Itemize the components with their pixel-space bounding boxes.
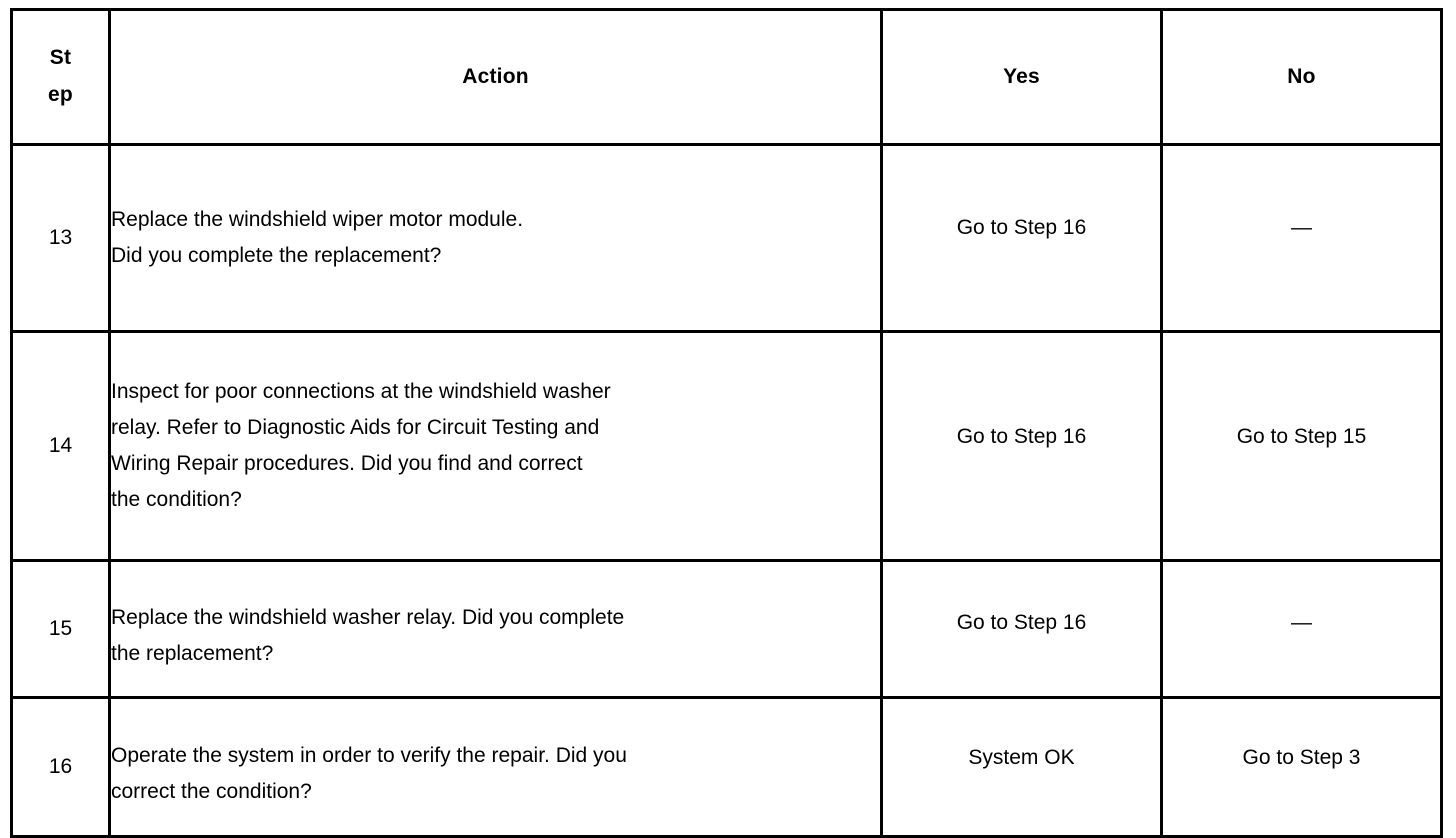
diagnostic-step-table: St ep Action Yes No 13 Replace the winds… [10, 8, 1443, 838]
cell-no-result: Go to Step 3 [1160, 696, 1443, 838]
column-header-yes: Yes [880, 8, 1163, 146]
cell-action-text: Replace the windshield wiper motor modul… [108, 143, 883, 333]
table-header-row: St ep Action Yes No [10, 8, 1443, 146]
column-header-action: Action [108, 8, 883, 146]
cell-action-text: Operate the system in order to verify th… [108, 696, 883, 838]
column-header-step: St ep [10, 8, 111, 146]
action-line: Replace the windshield washer relay. Did… [111, 605, 625, 629]
table-row: 15 Replace the windshield washer relay. … [10, 559, 1443, 699]
action-line: Wiring Repair procedures. Did you find a… [111, 452, 583, 475]
cell-step-number: 16 [10, 696, 111, 838]
cell-step-number: 13 [10, 143, 111, 333]
cell-yes-result: System OK [880, 696, 1163, 838]
column-header-step-line1: St [49, 46, 72, 70]
action-line: Replace the windshield wiper motor modul… [111, 207, 524, 231]
action-line: correct the condition? [111, 780, 312, 803]
cell-no-result: Go to Step 15 [1160, 330, 1443, 562]
cell-yes-result: Go to Step 16 [880, 143, 1163, 333]
cell-step-number: 15 [10, 559, 111, 699]
cell-yes-result: Go to Step 16 [880, 330, 1163, 562]
action-line: Inspect for poor connections at the wind… [111, 379, 611, 403]
cell-action-text: Replace the windshield washer relay. Did… [108, 559, 883, 699]
action-line: the condition? [111, 488, 242, 512]
cell-step-number: 14 [10, 330, 111, 562]
table-row: 16 Operate the system in order to verify… [10, 696, 1443, 838]
column-header-no: No [1160, 8, 1443, 146]
cell-yes-result: Go to Step 16 [880, 559, 1163, 699]
column-header-step-line2: ep [48, 83, 73, 106]
table-row: 13 Replace the windshield wiper motor mo… [10, 143, 1443, 333]
action-line: Operate the system in order to verify th… [111, 743, 627, 767]
table-row: 14 Inspect for poor connections at the w… [10, 330, 1443, 562]
action-line: Did you complete the replacement? [111, 244, 442, 267]
action-line: the replacement? [111, 642, 274, 665]
cell-no-result: — [1160, 559, 1443, 699]
cell-action-text: Inspect for poor connections at the wind… [108, 330, 883, 562]
cell-no-result: — [1160, 143, 1443, 333]
page-root: St ep Action Yes No 13 Replace the winds… [10, 8, 1443, 838]
action-line: relay. Refer to Diagnostic Aids for Circ… [111, 415, 600, 439]
